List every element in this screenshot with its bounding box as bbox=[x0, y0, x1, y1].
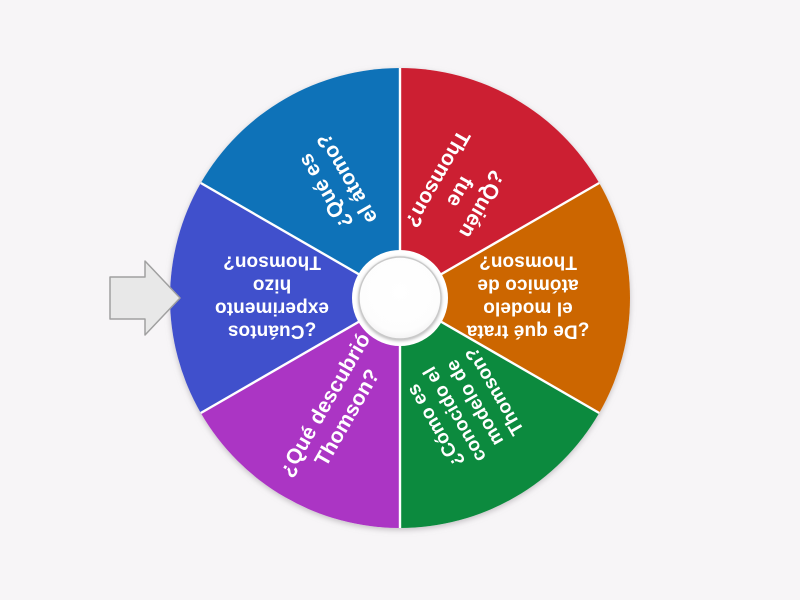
pointer-arrow-icon bbox=[109, 260, 181, 336]
wheel-segment-blue[interactable] bbox=[200, 67, 400, 298]
wheel-segment-blue-violet[interactable] bbox=[170, 183, 400, 413]
wheel-segment-purple[interactable] bbox=[200, 298, 400, 528]
wheel-segment-red[interactable] bbox=[400, 68, 600, 298]
wheel-segments[interactable] bbox=[170, 67, 630, 528]
segment-label-orange: ¿De qué tratael modeloatómico deThomson? bbox=[466, 252, 589, 342]
wheel-hub[interactable] bbox=[358, 256, 442, 340]
segment-label-blue-violet: ¿CuántosexperimentohizoThomson? bbox=[215, 252, 329, 342]
wheel-segment-orange[interactable] bbox=[400, 183, 630, 413]
segment-label-text: ¿CuántosexperimentohizoThomson? bbox=[215, 252, 329, 342]
wheel-segment-green[interactable] bbox=[400, 298, 600, 528]
spin-pointer[interactable] bbox=[109, 260, 181, 336]
segment-label-text: ¿De qué tratael modeloatómico deThomson? bbox=[466, 252, 589, 342]
